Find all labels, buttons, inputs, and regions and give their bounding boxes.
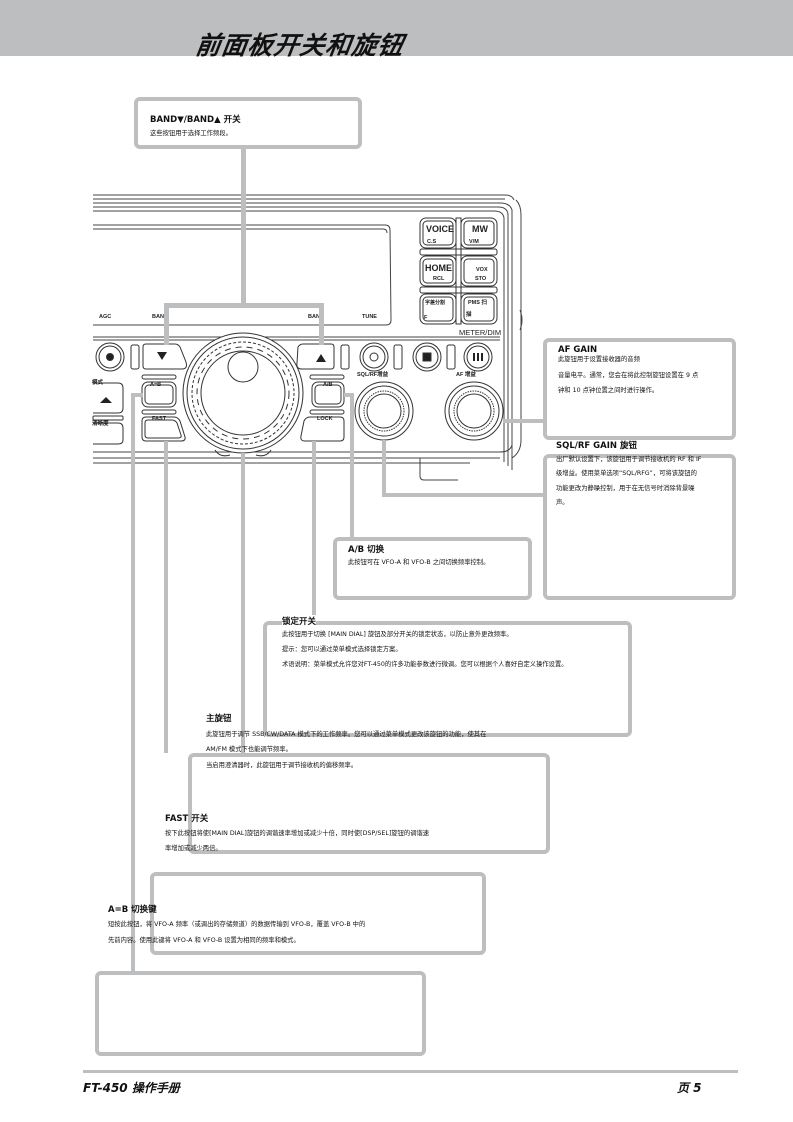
leader-sql-rf-v: [382, 440, 386, 497]
callout-lock: [263, 621, 632, 737]
svg-text:FAST: FAST: [152, 416, 167, 422]
leader-lock: [312, 441, 316, 623]
triangle-down-icon: [157, 352, 167, 360]
callout-af-gain-line: 此旋钮用于设置接收器的音频: [558, 356, 640, 363]
svg-text:A=B: A=B: [150, 382, 161, 388]
svg-text:MW: MW: [472, 224, 488, 234]
callout-lock-line: 提示：您可以通过菜单模式选择锁定方案。: [282, 646, 402, 653]
footer-rule: [83, 1070, 738, 1073]
svg-text:METER/DIM: METER/DIM: [459, 328, 501, 337]
callout-a-eq-b-line: 短按此按钮，将 VFO-A 频率（或调出的存储频道）的数据传输到 VFO-B，覆…: [108, 921, 366, 928]
lock-button: [300, 416, 345, 442]
leader-fast: [164, 441, 168, 753]
callout-af-gain: [543, 338, 736, 440]
svg-text:BAND: BAND: [152, 314, 168, 320]
svg-text:F: F: [424, 315, 428, 321]
leader-a-eq-b-h: [131, 393, 143, 397]
leader-band-horizontal: [164, 303, 324, 308]
callout-ab-switch: [333, 537, 532, 600]
svg-text:RCL: RCL: [433, 276, 445, 282]
svg-text:HOME: HOME: [425, 263, 452, 273]
main-dial: [182, 332, 304, 457]
svg-text:模式: 模式: [92, 378, 104, 386]
svg-text:STO: STO: [475, 276, 487, 282]
callout-sql-rf-line: 声。: [556, 499, 569, 506]
callout-sql-rf-line: 功能更改为静噪控制，用于在无信号时消除背景噪: [556, 485, 695, 492]
svg-text:V/M: V/M: [469, 239, 479, 245]
header-band: [0, 0, 793, 56]
callout-lock-line: 术语说明：菜单模式允许您对FT-450的许多功能参数进行微调。您可以根据个人喜好…: [282, 661, 568, 668]
callout-a-eq-b: [95, 971, 426, 1056]
callout-ab-switch-text: 此按钮可在 VFO-A 和 VFO-B 之间切换频率控制。: [348, 559, 490, 566]
callout-fast-line: 按下此按钮将使[MAIN DIAL]旋钮的调谐速率增加或减少十倍，同时使[DSP…: [165, 830, 430, 837]
callout-band-title: BAND▼/BAND▲ 开关: [150, 115, 241, 125]
display-window: [93, 224, 392, 326]
callout-main-dial: [188, 753, 550, 854]
footer-manual-title: FT-450 操作手册: [83, 1081, 180, 1095]
finger-dimple: [227, 351, 259, 383]
leader-band-right: [319, 303, 324, 345]
svg-text:清晰度: 清晰度: [92, 419, 109, 427]
callout-band-text: 这些按钮用于选择工作频段。: [150, 130, 232, 137]
svg-text:TUNE: TUNE: [362, 314, 377, 320]
callout-af-gain-line: 音量电平。通常，您会在将此控制旋钮设置在 9 点: [558, 372, 699, 379]
callout-sql-rf-line: 级增益。使用菜单选项“SQL/RFG”，可将该旋钮的: [556, 470, 697, 477]
callout-af-gain-title: AF GAIN: [558, 345, 598, 355]
callout-ab-switch-title: A/B 切换: [348, 545, 385, 555]
svg-text:VOX: VOX: [476, 267, 488, 273]
svg-text:C.S: C.S: [427, 239, 437, 245]
leader-main-dial: [241, 453, 245, 754]
svg-text:字差分割: 字差分割: [425, 299, 445, 306]
svg-text:A/B: A/B: [323, 382, 333, 388]
svg-text:AGC: AGC: [99, 314, 111, 320]
clarifier-button: [93, 422, 124, 445]
svg-text:LOCK: LOCK: [317, 416, 333, 422]
callout-sql-rf-title: SQL/RF GAIN 旋钮: [556, 441, 637, 451]
leader-ab-v: [350, 393, 354, 540]
leader-band-vertical: [241, 121, 246, 307]
callout-band: [134, 97, 362, 149]
callout-sql-rf: [543, 454, 736, 600]
callout-sql-rf-line: 出厂默认设置下，该旋钮用于调节接收机的 RF 和 IF: [556, 456, 702, 463]
radio-front-panel: VOICE C.S MW V/M HOME RCL VOX STO 字差分割 F…: [92, 194, 523, 481]
leader-band-left: [164, 303, 169, 345]
svg-text:PMS 扫: PMS 扫: [468, 298, 487, 306]
callout-a-eq-b-title: A=B 切换键: [108, 905, 157, 915]
footer-page-number: 页 5: [677, 1081, 702, 1095]
callout-main-dial-line: 当启用澄清器时，此旋钮用于调节接收机的偏移频率。: [206, 762, 358, 769]
callout-af-gain-line: 钟和 10 点钟位置之间时进行操作。: [558, 387, 659, 394]
band-up-button: [296, 343, 335, 370]
callout-fast-title: FAST 开关: [165, 814, 209, 824]
svg-text:SQL/RF增益: SQL/RF增益: [357, 370, 389, 378]
leader-sql-rf-h: [382, 493, 546, 497]
band-down-button: [142, 343, 187, 370]
callout-main-dial-line: 此旋钮用于调节 SSB/CW/DATA 模式下的工作频率。您可以通过菜单模式更改…: [206, 731, 487, 738]
svg-text:AF 增益: AF 增益: [456, 370, 476, 378]
svg-text:描: 描: [466, 310, 472, 318]
callout-lock-title: 锁定开关: [282, 615, 317, 627]
callout-fast-line: 率增加或减少两倍。: [165, 845, 222, 852]
callout-main-dial-title: 主旋钮: [206, 714, 232, 724]
leader-a-eq-b-v: [131, 393, 135, 973]
leader-af-gain: [503, 419, 545, 423]
mode-button: [93, 382, 124, 414]
voice-label: VOICE: [426, 224, 454, 234]
callout-a-eq-b-line: 先前内容。使用此键将 VFO-A 和 VFO-B 设置为相同的频率和模式。: [108, 937, 300, 944]
leader-ab-h: [344, 393, 354, 397]
callout-lock-line: 此按钮用于切换 [MAIN DIAL] 旋钮及部分开关的锁定状态，以防止意外更改…: [282, 631, 513, 638]
triangle-up-icon: [316, 354, 326, 362]
callout-fast: [150, 872, 486, 955]
svg-text:BAND: BAND: [308, 314, 324, 320]
callout-main-dial-line: AM/FM 模式下也能调节频率。: [206, 746, 292, 753]
casing-line: [93, 194, 515, 201]
